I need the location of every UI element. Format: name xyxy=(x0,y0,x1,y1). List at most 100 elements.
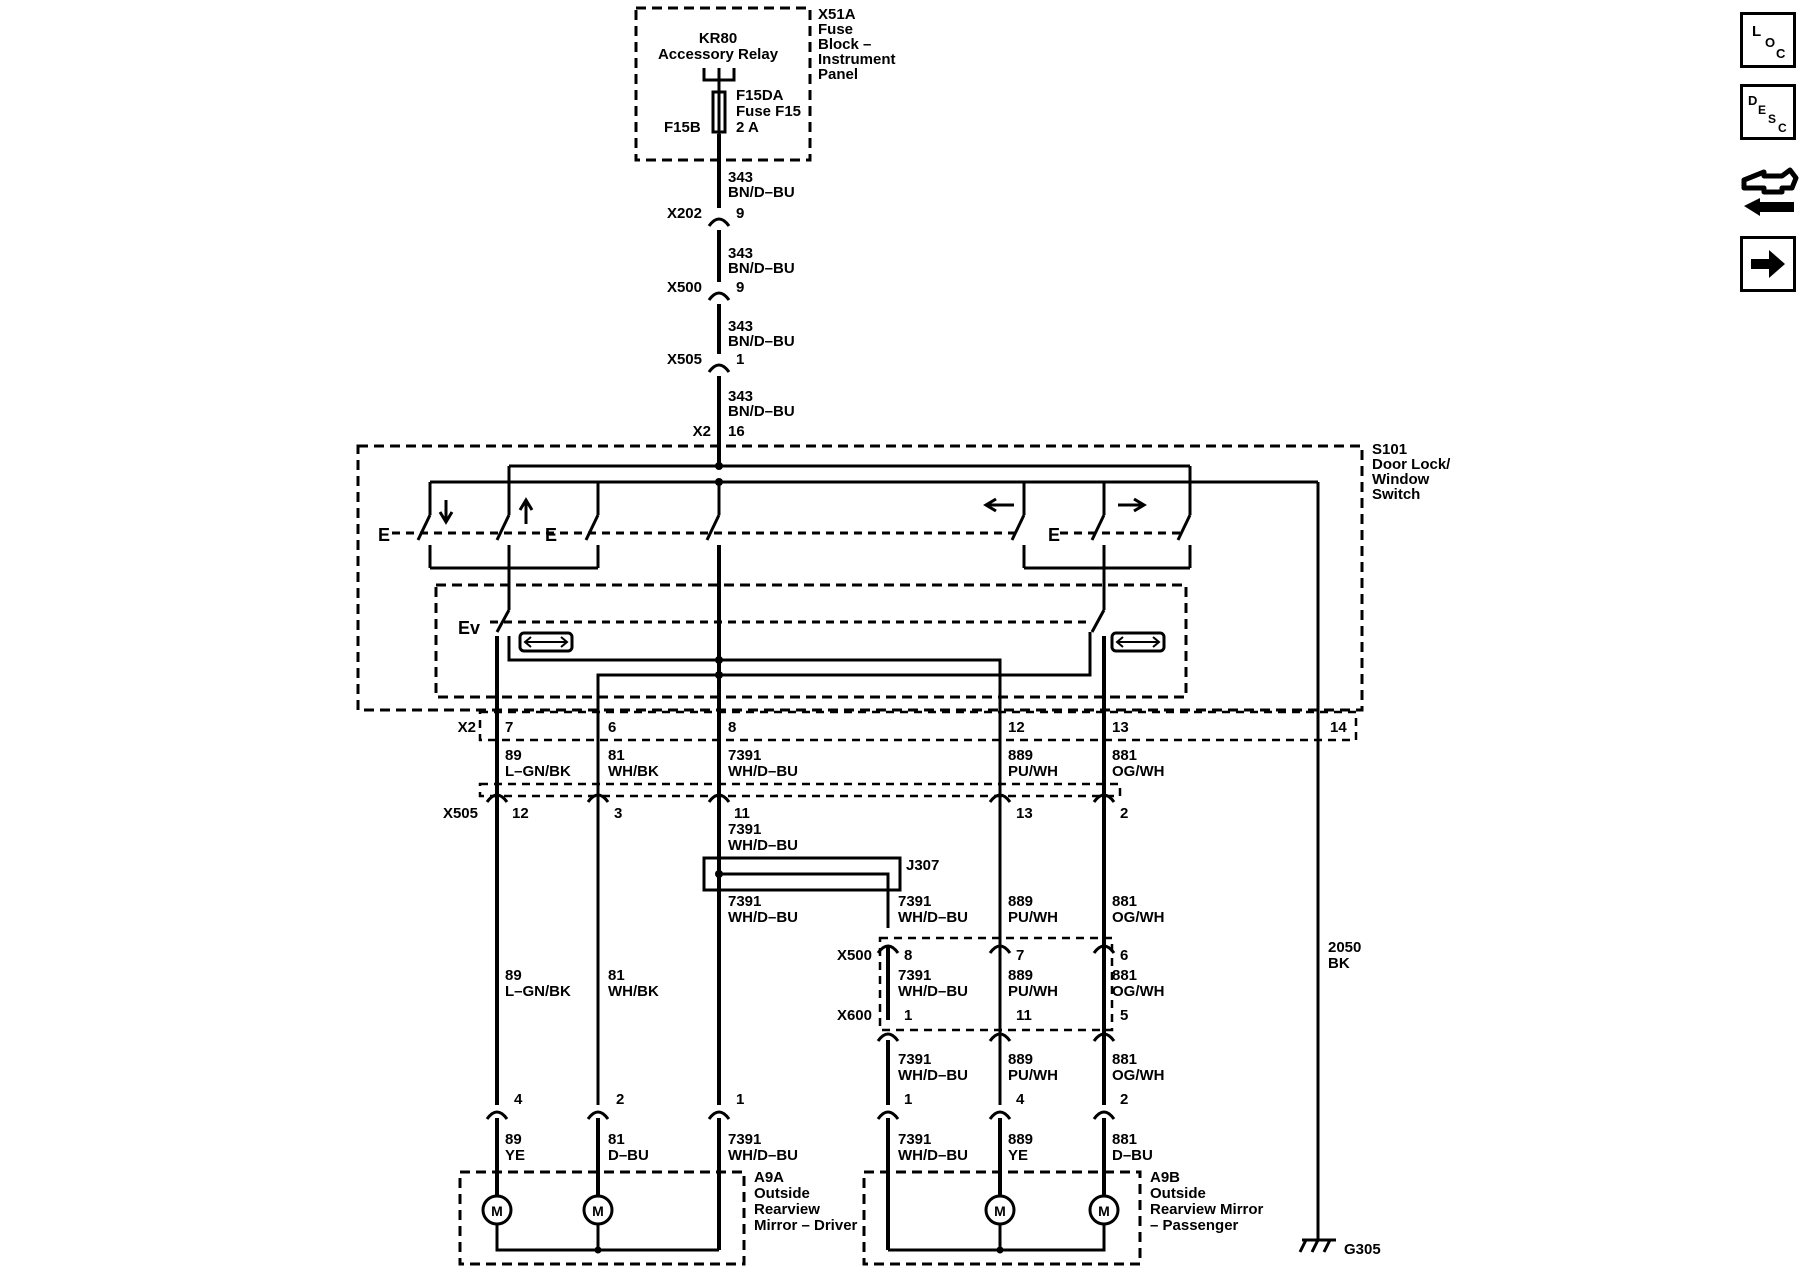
svg-text:11: 11 xyxy=(1016,1007,1032,1024)
driver-mirror-outline xyxy=(458,1170,746,1266)
svg-text:WH/D–BU: WH/D–BU xyxy=(898,1067,968,1084)
feed-wire-label-3: 343 BN/D–BU xyxy=(728,318,795,350)
svg-text:889: 889 xyxy=(1008,1131,1033,1148)
right-switch-pair xyxy=(983,482,1192,570)
fuse-b-label: F15B xyxy=(664,119,701,136)
next-button[interactable] xyxy=(1740,236,1796,292)
svg-text:X600: X600 xyxy=(837,1007,872,1024)
svg-text:PU/WH: PU/WH xyxy=(1008,909,1058,926)
driver-mid-labels: 89 L–GN/BK 81 WH/BK xyxy=(505,967,659,1000)
fuse-label: F15DA Fuse F15 2 A xyxy=(736,87,801,136)
svg-text:L–GN/BK: L–GN/BK xyxy=(505,983,571,1000)
svg-text:WH/BK: WH/BK xyxy=(608,763,659,780)
svg-text:11: 11 xyxy=(734,805,750,822)
feed-wire-label-2: 343 BN/D–BU xyxy=(728,245,795,277)
svg-text:M: M xyxy=(1098,1203,1110,1219)
x2-output-label: X2 xyxy=(458,719,476,736)
passenger-mirror-label: A9B Outside Rearview Mirror – Passenger xyxy=(1150,1169,1264,1234)
svg-text:4: 4 xyxy=(514,1091,523,1108)
svg-text:OG/WH: OG/WH xyxy=(1112,983,1165,1000)
svg-text:– Passenger: – Passenger xyxy=(1150,1217,1239,1234)
svg-text:OG/WH: OG/WH xyxy=(1112,1067,1165,1084)
svg-text:M: M xyxy=(592,1203,604,1219)
x2-connector-outline xyxy=(478,710,1358,742)
driver-mirror-wire-labels: 89 YE 81 D–BU 7391 WH/D–BU xyxy=(505,1131,798,1164)
svg-text:A9A: A9A xyxy=(754,1169,784,1186)
svg-text:7: 7 xyxy=(1016,947,1024,964)
svg-text:F15DA: F15DA xyxy=(736,87,784,104)
svg-text:Fuse: Fuse xyxy=(818,21,853,38)
driver-mirror-connector: 4 2 1 xyxy=(485,1091,744,1121)
passenger-mid-labels: 7391 WH/D–BU 889 PU/WH 881 OG/WH xyxy=(898,967,1165,1000)
svg-text:Fuse F15: Fuse F15 xyxy=(736,103,801,120)
svg-text:2: 2 xyxy=(1120,1091,1128,1108)
svg-text:881: 881 xyxy=(1112,1131,1137,1148)
svg-text:3: 3 xyxy=(614,805,622,822)
connector-x505-feed: X505 1 xyxy=(667,351,744,374)
svg-text:Accessory Relay: Accessory Relay xyxy=(658,46,779,63)
svg-text:881: 881 xyxy=(1112,747,1137,764)
selector-ev-label: Ev xyxy=(458,618,480,638)
location-icon: L O C xyxy=(1752,23,1786,61)
schematic-button[interactable] xyxy=(1738,158,1800,222)
svg-text:X505: X505 xyxy=(667,351,702,368)
svg-text:5: 5 xyxy=(1120,1007,1128,1024)
fuse-block-outline xyxy=(634,6,812,162)
svg-text:Instrument: Instrument xyxy=(818,51,896,68)
description-button[interactable]: D E S C xyxy=(1740,84,1796,140)
svg-text:9: 9 xyxy=(736,205,744,222)
passenger-mirror-wire-labels: 7391 WH/D–BU 889 YE 881 D–BU xyxy=(898,1131,1153,1164)
svg-text:7391: 7391 xyxy=(898,1131,931,1148)
connector-hand-icon xyxy=(1741,167,1799,216)
svg-text:L–GN/BK: L–GN/BK xyxy=(505,763,571,780)
col-5-labels: 13 881 OG/WH xyxy=(1112,719,1165,780)
left-selector-button xyxy=(518,631,574,653)
svg-text:Block –: Block – xyxy=(818,36,871,53)
svg-text:12: 12 xyxy=(512,805,529,822)
col-2-labels: 6 81 WH/BK xyxy=(608,719,659,780)
svg-text:Rearview Mirror: Rearview Mirror xyxy=(1150,1201,1264,1218)
desc-letter-d: D xyxy=(1748,93,1757,108)
svg-text:7391: 7391 xyxy=(898,967,931,984)
svg-text:89: 89 xyxy=(505,967,522,984)
svg-text:7: 7 xyxy=(505,719,513,736)
ground-label: G305 xyxy=(1344,1241,1381,1258)
svg-text:7391: 7391 xyxy=(728,1131,761,1148)
svg-text:D–BU: D–BU xyxy=(608,1147,649,1164)
svg-text:881: 881 xyxy=(1112,967,1137,984)
svg-text:8: 8 xyxy=(728,719,736,736)
svg-text:PU/WH: PU/WH xyxy=(1008,763,1058,780)
svg-text:7391: 7391 xyxy=(728,747,761,764)
svg-text:2: 2 xyxy=(1120,805,1128,822)
col-1-labels: 7 89 L–GN/BK xyxy=(505,719,571,780)
center-switch xyxy=(560,482,1018,1105)
svg-text:Outside: Outside xyxy=(754,1185,810,1202)
svg-text:7391: 7391 xyxy=(898,1051,931,1068)
right-selector-button xyxy=(1110,631,1166,653)
passenger-motor-1: M xyxy=(984,1194,1016,1226)
ground-pin-label: 14 xyxy=(1330,719,1347,736)
svg-text:WH/D–BU: WH/D–BU xyxy=(728,909,798,926)
arrow-right-icon xyxy=(1751,250,1785,278)
relay-contact-symbol xyxy=(702,68,736,90)
location-button[interactable]: L O C xyxy=(1740,12,1796,68)
passenger-lower-labels: 7391 WH/D–BU 889 PU/WH 881 OG/WH xyxy=(898,1051,1165,1084)
svg-text:889: 889 xyxy=(1008,747,1033,764)
svg-text:13: 13 xyxy=(1112,719,1129,736)
svg-text:X500: X500 xyxy=(667,279,702,296)
svg-text:WH/D–BU: WH/D–BU xyxy=(898,983,968,1000)
svg-text:S101: S101 xyxy=(1372,441,1407,458)
svg-text:WH/D–BU: WH/D–BU xyxy=(898,909,968,926)
svg-text:X202: X202 xyxy=(667,205,702,222)
x505-outline xyxy=(478,782,1122,798)
svg-text:7391: 7391 xyxy=(728,893,761,910)
svg-text:343: 343 xyxy=(728,169,753,186)
svg-text:PU/WH: PU/WH xyxy=(1008,983,1058,1000)
svg-text:89: 89 xyxy=(505,747,522,764)
col-4-labels: 12 889 PU/WH xyxy=(1008,719,1058,780)
svg-text:Panel: Panel xyxy=(818,66,858,83)
svg-text:KR80: KR80 xyxy=(699,30,737,47)
relay-label: KR80 Accessory Relay xyxy=(658,30,779,63)
svg-text:BN/D–BU: BN/D–BU xyxy=(728,333,795,350)
